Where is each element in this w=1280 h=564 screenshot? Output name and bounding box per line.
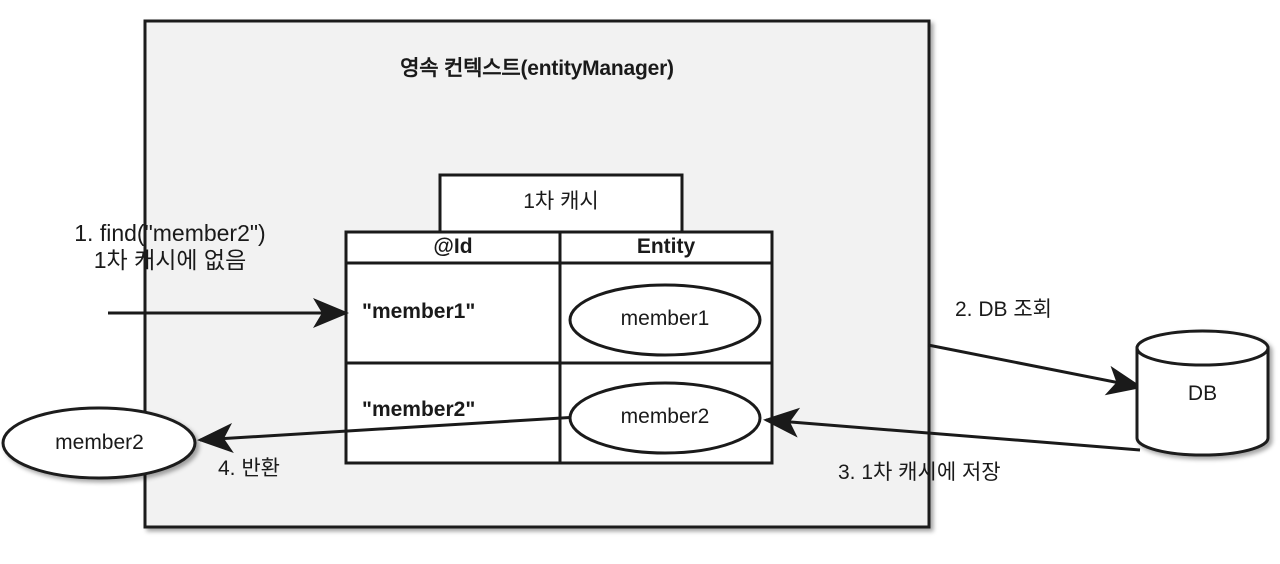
returned-entity-label: member2: [55, 431, 144, 454]
persistence-context-title: 영속 컨텍스트(entityManager): [400, 57, 674, 80]
entity-ellipse-member2: [568, 381, 762, 455]
returned-entity-ellipse: [1, 406, 197, 480]
cache-table-column-header-id: @Id: [433, 235, 473, 258]
step-1-annotation: 1. find("member2") 1차 캐시에 없음: [74, 220, 266, 274]
database-label: DB: [1187, 382, 1218, 405]
cache-table-cell-entity-member1: member1: [620, 307, 710, 330]
entity-ellipse-member1: [568, 283, 762, 357]
step-2-annotation: 2. DB 조회: [955, 298, 1052, 321]
step-3-store-cache-arrow: [763, 407, 1141, 452]
step-2-db-query-arrow: [927, 343, 1143, 396]
cache-table-cell-entity-member2: member2: [620, 405, 710, 428]
step-3-annotation: 3. 1차 캐시에 저장: [838, 461, 1001, 484]
cache-table-column-header-entity: Entity: [636, 235, 696, 258]
cache-table-cell-id-member1: "member1": [362, 300, 476, 323]
first-level-cache-tab-label: 1차 캐시: [523, 190, 599, 213]
database-cylinder: [1135, 329, 1270, 457]
step-4-annotation: 4. 반환: [218, 457, 280, 480]
first-level-cache-tab: [438, 173, 684, 232]
cache-table-cell-id-member2: "member2": [362, 398, 476, 421]
